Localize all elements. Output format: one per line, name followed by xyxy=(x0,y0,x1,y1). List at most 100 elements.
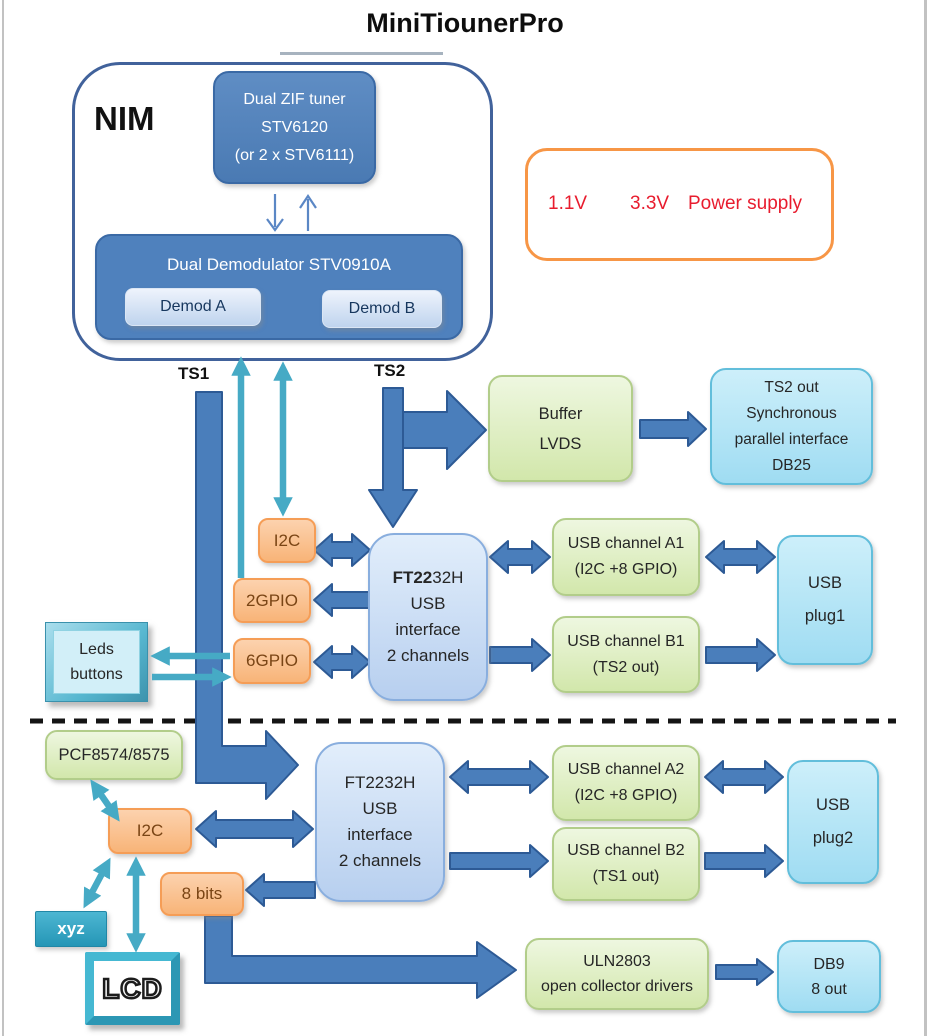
ft1-name-rest: 32H xyxy=(432,568,464,587)
lcd-label: LCD xyxy=(101,971,163,1005)
usb-a2-line: (I2C +8 GPIO) xyxy=(574,787,678,804)
ft2-line: FT2232H xyxy=(344,773,416,792)
ts2-out-line: DB25 xyxy=(772,456,811,474)
ft2232h-1-box: FT2232H USB interface 2 channels xyxy=(368,533,488,701)
plug1-line: USB xyxy=(808,574,842,592)
nim-container xyxy=(72,62,493,361)
power-3v3-label: 3.3V xyxy=(630,193,670,214)
tuner-line: Dual ZIF tuner xyxy=(243,90,346,108)
nim-label: NIM xyxy=(94,100,155,137)
page-title: MiniTiounerPro xyxy=(366,8,564,38)
6gpio-label: 6GPIO xyxy=(246,651,298,670)
db9-box: DB9 8 out xyxy=(777,940,881,1013)
arrow-usbB1-to-plug1 xyxy=(705,638,776,672)
arrow-ft1-to-2gpio xyxy=(313,583,371,617)
usb-b2-line: (TS1 out) xyxy=(592,868,660,885)
power-supply-box: 1.1V 3.3V Power supply xyxy=(525,148,834,261)
arrow-ft2-usbA2-bidir xyxy=(449,760,549,794)
buffer-line: Buffer xyxy=(538,404,583,423)
uln2803-box: ULN2803 open collector drivers xyxy=(525,938,709,1010)
buffer-lvds-box: Buffer LVDS xyxy=(488,375,633,482)
ft2-line: USB xyxy=(362,799,398,818)
power-supply-label: Power supply xyxy=(688,193,803,214)
8bits-box: 8 bits xyxy=(160,872,244,916)
ft1-line: 2 channels xyxy=(386,646,470,665)
ft2-line: 2 channels xyxy=(338,851,422,870)
usb-channel-b2-box: USB channel B2 (TS1 out) xyxy=(552,827,700,901)
ts2-out-line: parallel interface xyxy=(734,430,849,448)
tuner-box: Dual ZIF tuner STV6120 (or 2 x STV6111) xyxy=(213,71,376,184)
demodulator-title: Dual Demodulator STV0910A xyxy=(167,255,391,274)
tuner-line: (or 2 x STV6111) xyxy=(234,146,355,164)
usb-channel-b1-box: USB channel B1 (TS2 out) xyxy=(552,616,700,693)
arrow-ft2-to-usbB2 xyxy=(449,844,549,878)
uln-line: open collector drivers xyxy=(540,978,694,995)
arrow-i2c2-ft2-bidir xyxy=(195,810,314,848)
arrow-ts2-down xyxy=(368,387,418,528)
leds-buttons-box: Leds buttons xyxy=(45,622,148,702)
arrow-ft2-to-8bits xyxy=(245,873,316,907)
usb-a2-line: USB channel A2 xyxy=(567,761,685,778)
usb-plug2-box: USB plug2 xyxy=(787,760,879,884)
i2c-bottom-box: I2C xyxy=(108,808,192,854)
buffer-line: LVDS xyxy=(539,434,582,453)
arrow-ft1-usbA1-bidir xyxy=(489,540,551,574)
plug2-line: USB xyxy=(816,796,850,814)
ft1-name: FT2232H xyxy=(393,565,464,591)
power-1v1-label: 1.1V xyxy=(548,193,588,214)
2gpio-label: 2GPIO xyxy=(246,590,298,610)
arrow-uln-to-db9 xyxy=(715,958,774,986)
arrow-8bits-to-uln2803 xyxy=(204,915,517,999)
8bits-label: 8 bits xyxy=(181,884,223,903)
db9-line: DB9 xyxy=(813,955,845,973)
demod-b-label: Demod B xyxy=(348,300,416,317)
usb-a1-line: (I2C +8 GPIO) xyxy=(574,561,678,578)
leds-line: buttons xyxy=(70,666,123,683)
page-right-edge xyxy=(924,0,927,1036)
i2c-bottom-label: I2C xyxy=(136,821,164,840)
usb-b1-line: (TS2 out) xyxy=(592,658,660,676)
arrow-6gpio-ft1-bidir xyxy=(313,645,371,679)
arrow-ts2-to-buffer xyxy=(402,390,487,470)
ts1-label: TS1 xyxy=(178,364,210,383)
ft1-name-bold: FT22 xyxy=(392,568,433,587)
plug1-line: plug1 xyxy=(804,607,846,625)
demod-b-box: Demod B xyxy=(322,290,442,328)
6gpio-box: 6GPIO xyxy=(233,638,311,684)
ts2-out-db25-box: TS2 out Synchronous parallel interface D… xyxy=(710,368,873,485)
stray-gray-line xyxy=(280,52,443,55)
xyz-box: xyz xyxy=(35,911,107,947)
db9-line: 8 out xyxy=(811,980,847,998)
usb-b2-line: USB channel B2 xyxy=(567,842,685,859)
arrow-usbA2-plug2-bidir xyxy=(704,760,784,794)
2gpio-box: 2GPIO xyxy=(233,578,311,623)
xyz-label: xyz xyxy=(57,919,85,938)
i2c-top-box: I2C xyxy=(258,518,316,563)
tuner-line: STV6120 xyxy=(261,118,328,136)
i2c-top-label: I2C xyxy=(273,530,301,550)
usb-b1-line: USB channel B1 xyxy=(567,632,685,650)
pcf8574-box: PCF8574/8575 xyxy=(45,730,183,780)
page-left-edge xyxy=(2,0,4,1036)
leds-line: Leds xyxy=(79,641,114,658)
ts2-label: TS2 xyxy=(374,361,406,380)
arrow-buffer-to-db25 xyxy=(639,411,707,447)
ts2-out-line: Synchronous xyxy=(746,404,837,422)
usb-channel-a1-box: USB channel A1 (I2C +8 GPIO) xyxy=(552,518,700,596)
arrow-i2c-xyz-bidir xyxy=(83,857,111,909)
plug2-line: plug2 xyxy=(812,829,854,847)
demod-a-label: Demod A xyxy=(160,298,226,315)
ts2-out-line: TS2 out xyxy=(764,378,819,396)
lcd-box: LCD xyxy=(85,952,180,1025)
arrow-ft1-to-usbB1 xyxy=(489,638,551,672)
arrow-usbB2-to-plug2 xyxy=(704,844,784,878)
demod-a-box: Demod A xyxy=(125,288,261,326)
ft1-line: USB xyxy=(410,594,446,613)
arrow-i2c-ft1-bidir xyxy=(313,533,371,567)
usb-a1-line: USB channel A1 xyxy=(567,535,685,552)
ft1-line: interface xyxy=(395,620,461,639)
ft2232h-2-box: FT2232H USB interface 2 channels xyxy=(315,742,445,902)
ft2-line: interface xyxy=(347,825,413,844)
usb-channel-a2-box: USB channel A2 (I2C +8 GPIO) xyxy=(552,745,700,821)
